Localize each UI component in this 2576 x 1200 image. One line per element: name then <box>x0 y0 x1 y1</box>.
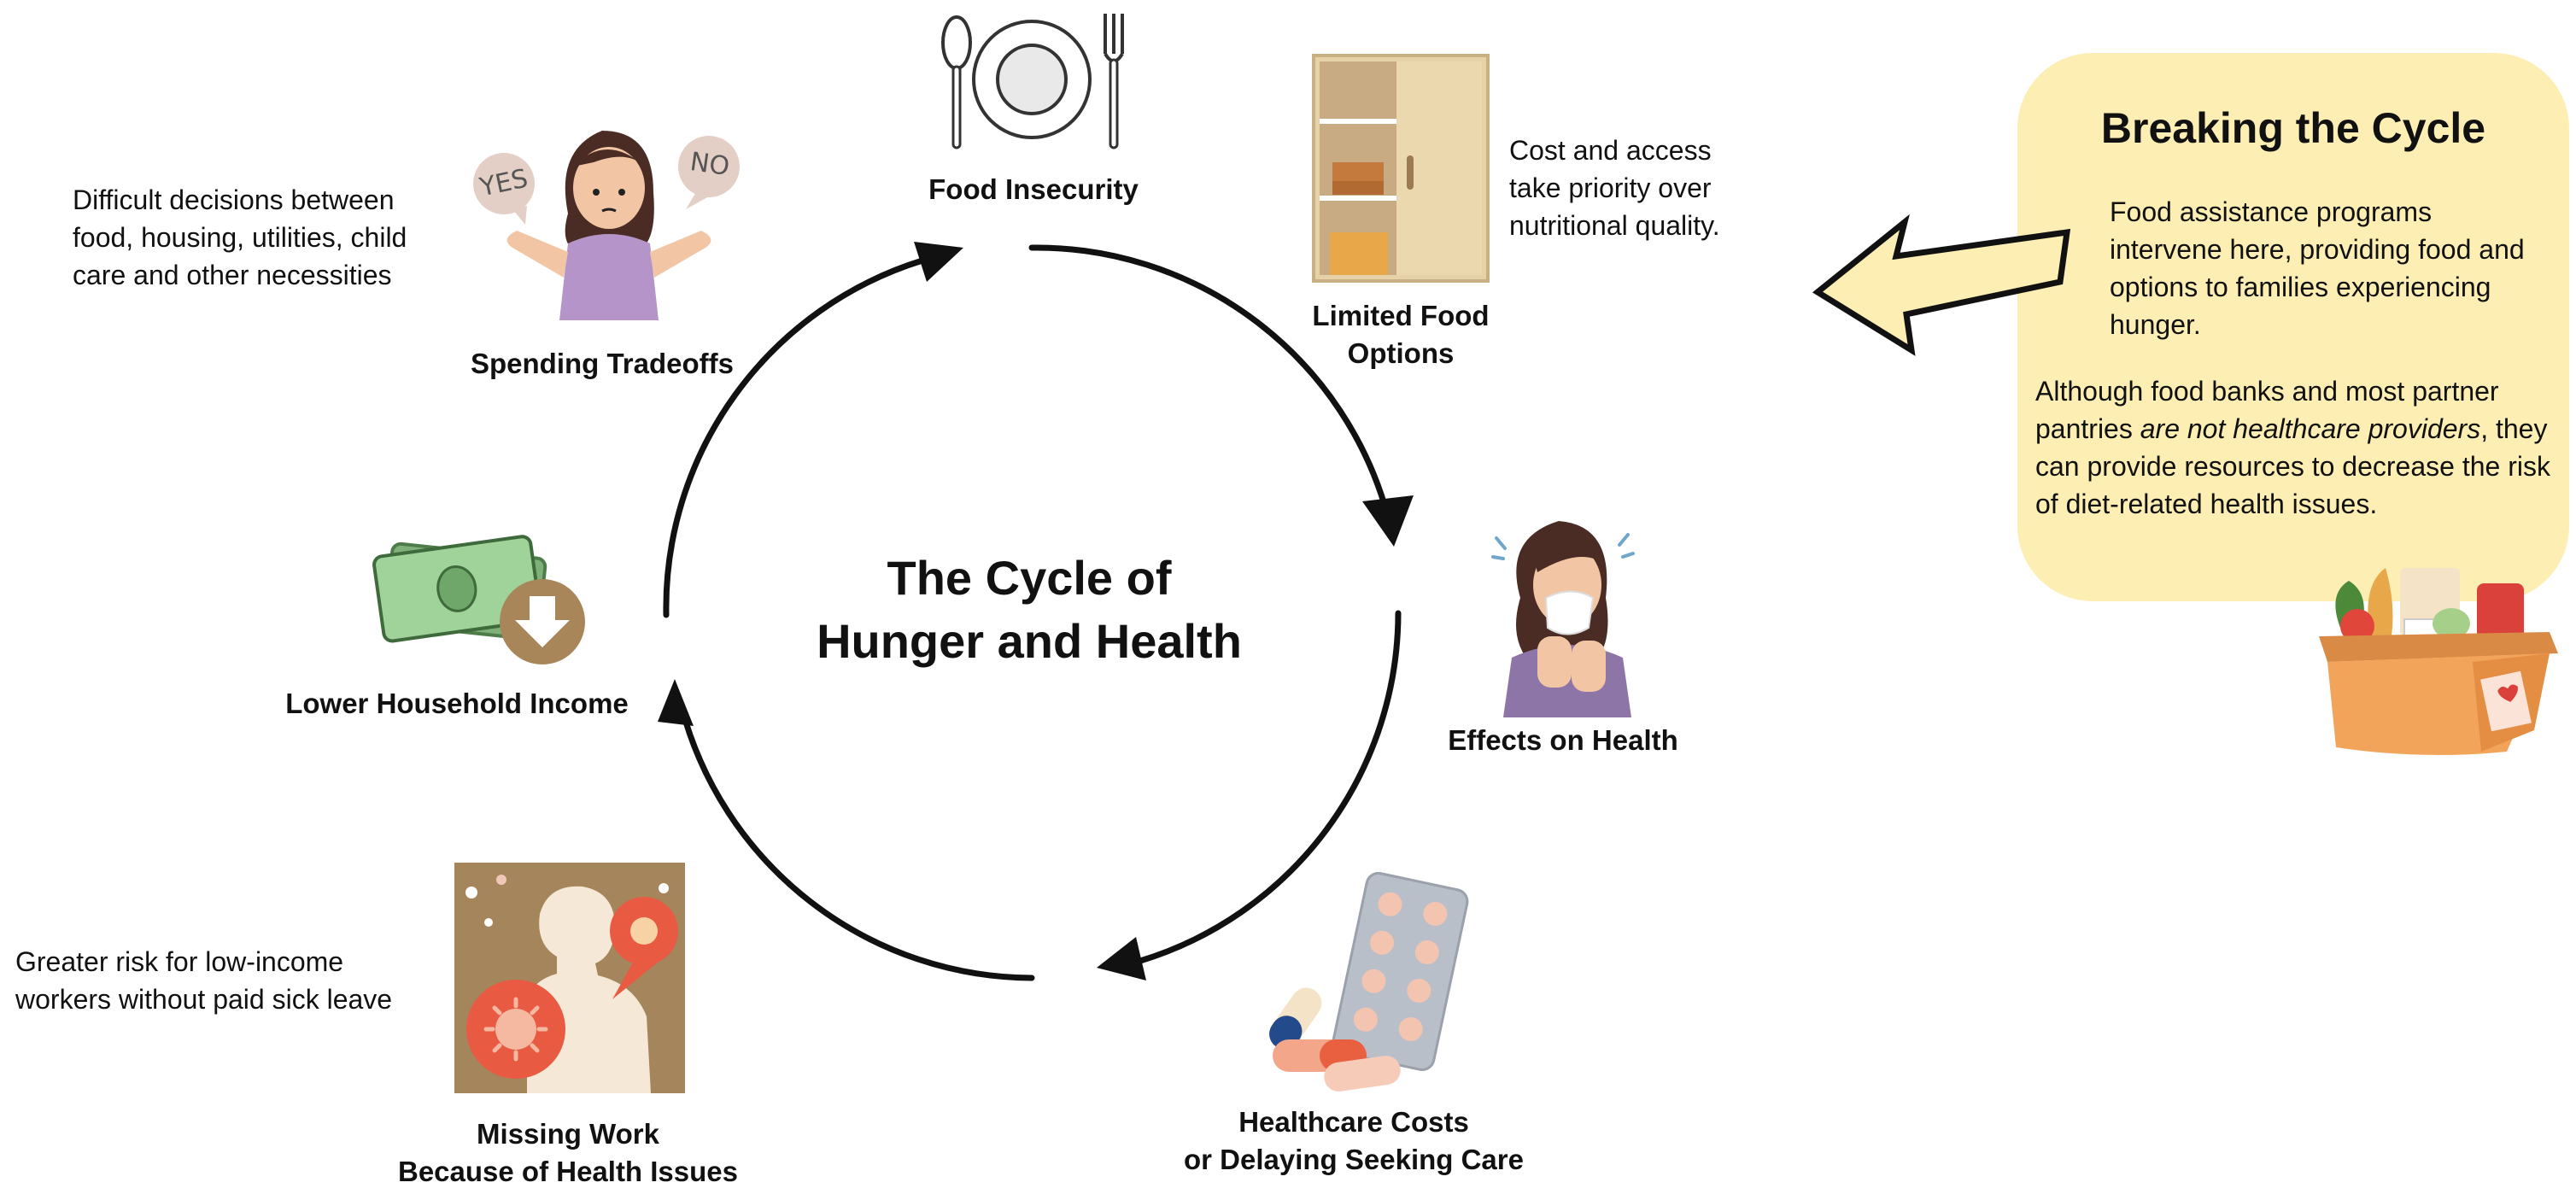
arc-bottom <box>678 704 1035 981</box>
note-missing-work: Greater risk for low-income workers with… <box>15 943 425 1018</box>
virus-illustration-icon <box>454 863 685 1093</box>
arrowhead-bottom <box>658 679 694 726</box>
panel-p2-before: Although food banks and most partner pan… <box>2035 376 2499 444</box>
arc-right <box>1137 610 1402 964</box>
node-limited-food: Limited Food Options <box>1264 297 1537 372</box>
plate-icon <box>941 14 1124 149</box>
node-limited-food-line2: Options <box>1347 337 1455 369</box>
cycle-title: The Cycle of Hunger and Health <box>752 547 1307 673</box>
note-missing-work-line2: workers without paid sick leave <box>15 984 393 1015</box>
node-healthcare-line1: Healthcare Costs <box>1238 1106 1469 1138</box>
note-limited-food-line2: take priority over <box>1509 173 1712 203</box>
panel-title: Breaking the Cycle <box>2100 104 2486 152</box>
arrowhead-right <box>1097 937 1146 980</box>
panel-paragraph-1: Food assistance programs intervene here,… <box>2110 196 2525 340</box>
note-missing-work-line1: Greater risk for low-income <box>15 946 344 977</box>
node-healthcare-costs: Healthcare Costs or Delaying Seeking Car… <box>1162 1103 1546 1179</box>
arc-top-right <box>1028 244 1391 520</box>
node-effects-on-health: Effects on Health <box>1448 724 1678 756</box>
grocery-box-icon <box>2319 568 2558 755</box>
woman-deciding-icon <box>473 131 740 320</box>
note-limited-food-line1: Cost and access <box>1509 135 1712 166</box>
arrowhead-left <box>914 242 963 282</box>
pills-icon <box>1269 871 1469 1092</box>
arrowhead-top-right <box>1362 495 1414 547</box>
node-missing-work-line2: Because of Health Issues <box>398 1156 738 1187</box>
panel-p2-italic: are not healthcare providers <box>2140 413 2481 444</box>
sick-person-icon <box>1491 521 1635 717</box>
note-spending-line1: Difficult decisions between <box>73 184 395 215</box>
panel-p2-after: , they can provide resources to decrease… <box>2035 413 2550 519</box>
panel-paragraph-2: Although food banks and most partner pan… <box>2035 372 2561 523</box>
node-missing-work: Missing Work Because of Health Issues <box>376 1115 760 1191</box>
note-limited-food: Cost and access take priority over nutri… <box>1509 132 1783 244</box>
node-missing-work-line1: Missing Work <box>477 1118 659 1150</box>
note-limited-food-line3: nutritional quality. <box>1509 210 1720 241</box>
node-healthcare-line2: or Delaying Seeking Care <box>1184 1144 1524 1175</box>
node-limited-food-line1: Limited Food <box>1312 300 1490 331</box>
node-lower-income: Lower Household Income <box>285 688 629 719</box>
node-food-insecurity: Food Insecurity <box>928 173 1139 205</box>
note-spending-line3: care and other necessities <box>73 260 392 290</box>
arc-left <box>663 257 926 618</box>
cycle-title-line1: The Cycle of <box>887 551 1172 605</box>
note-spending-line2: food, housing, utilities, child <box>73 222 407 253</box>
intervene-arrow <box>1812 214 2071 356</box>
breaking-cycle-panel <box>2017 53 2569 601</box>
node-spending-tradeoffs: Spending Tradeoffs <box>470 348 735 379</box>
cycle-title-line2: Hunger and Health <box>817 614 1242 668</box>
money-icon <box>372 535 585 664</box>
cupboard-icon <box>1312 54 1490 283</box>
note-spending-tradeoffs: Difficult decisions between food, housin… <box>73 181 465 294</box>
